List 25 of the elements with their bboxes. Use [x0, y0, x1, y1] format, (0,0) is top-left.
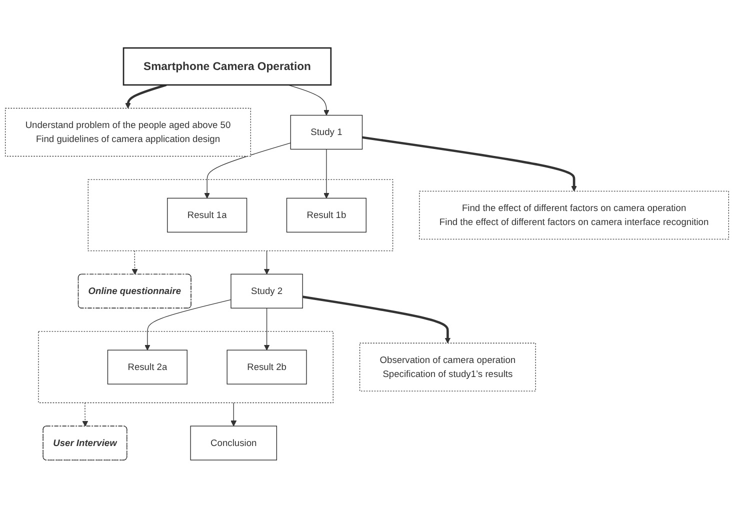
node-box: Study 2 — [230, 274, 303, 308]
arrow — [144, 299, 232, 350]
node-box: Observation of camera operation Specification of study1’s results — [359, 342, 536, 392]
node-box: Study 1 — [290, 114, 363, 150]
arrow — [288, 84, 330, 116]
arrow — [125, 84, 167, 109]
arrow — [264, 250, 270, 274]
arrow — [204, 142, 291, 198]
node-box: Result 2a — [107, 350, 188, 384]
node-box: Smartphone Camera Operation — [122, 47, 332, 86]
node-box: Understand problem of the people aged above 50 Find guidelines of camera application design — [5, 108, 251, 157]
node-box: Find the effect of different factors on camera operation Find the effect of different factors on camera interface recognition — [419, 190, 729, 240]
node-box: Result 1a — [167, 198, 248, 233]
cluster — [88, 179, 394, 252]
arrow — [230, 402, 237, 426]
node-box: Result 2b — [226, 350, 307, 384]
arrow — [264, 308, 270, 350]
arrow — [324, 148, 330, 198]
arrow — [132, 250, 138, 275]
node-box: Result 1b — [286, 198, 366, 233]
arrow — [362, 136, 577, 192]
node-box: Conclusion — [190, 426, 278, 460]
cluster — [38, 331, 334, 404]
arrow — [82, 402, 88, 427]
arrow — [302, 296, 451, 344]
